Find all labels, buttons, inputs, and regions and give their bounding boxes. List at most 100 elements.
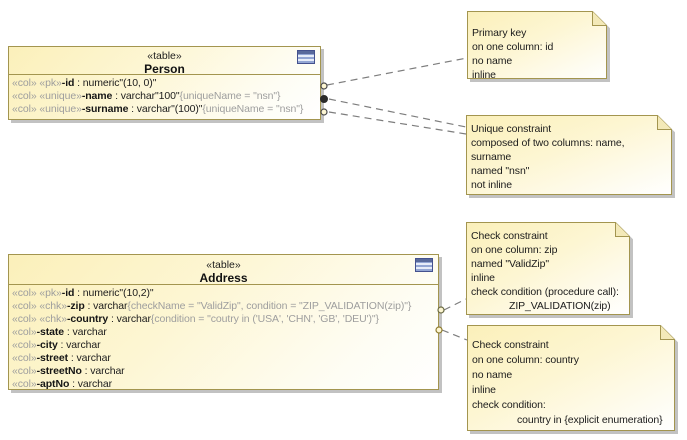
column-name: -aptNo	[36, 378, 70, 390]
column-type: : numeric"(10,2)"	[74, 287, 154, 299]
person-column-name[interactable]: «col» «unique»-name : varchar"100"{uniqu…	[12, 90, 320, 103]
table-icon	[297, 50, 315, 64]
address-column-country[interactable]: «col» «chk»-country : varchar{condition …	[12, 313, 438, 326]
connector-country-to-note[interactable]	[441, 329, 468, 341]
person-columns: «col» «pk»-id : numeric"(10, 0)" «col» «…	[9, 75, 320, 116]
note-line: Check constraint	[471, 230, 548, 242]
note-line: not inline	[471, 179, 513, 191]
address-column-streetNo[interactable]: «col»-streetNo : varchar	[12, 365, 438, 378]
column-name: -city	[36, 339, 58, 351]
note-line: Check constraint	[472, 339, 549, 351]
note-primary-key[interactable]: Primary key on one column: id no name in…	[467, 11, 607, 82]
note-line: named "ValidZip"	[471, 258, 550, 270]
note-fold-corner-icon	[657, 115, 672, 130]
column-stereotype: «col»	[12, 378, 37, 390]
note-line: surname	[471, 151, 512, 163]
anchor-circle-open	[320, 82, 328, 90]
note-check-country[interactable]: Check constraint on one column: country …	[467, 325, 675, 431]
note-line: no name	[472, 369, 513, 381]
column-type: : varchar	[81, 365, 125, 377]
note-line: inline	[472, 384, 496, 396]
person-table-name: Person	[144, 62, 185, 76]
note-shape	[467, 325, 675, 431]
address-column-street[interactable]: «col»-street : varchar	[12, 352, 438, 365]
address-columns: «col» «pk»-id : numeric"(10,2)" «col» «c…	[9, 285, 438, 391]
note-line-indented: country in {explicit enumeration}	[517, 414, 663, 426]
column-stereotype: «col»	[12, 326, 37, 338]
column-type: : varchar	[57, 339, 101, 351]
note-line: Primary key	[472, 27, 527, 39]
note-fold-corner-icon	[660, 325, 675, 340]
note-line: inline	[472, 69, 496, 81]
note-shape	[467, 11, 607, 79]
column-stereotype: «col» «pk»	[12, 287, 62, 299]
connector-pk-to-note[interactable]	[326, 57, 468, 86]
address-column-zip[interactable]: «col» «chk»-zip : varchar{checkName = "V…	[12, 300, 438, 313]
person-table[interactable]: «table» Person «col» «pk»-id : numeric"(…	[8, 46, 321, 120]
note-check-zip[interactable]: Check constraint on one column: zip name…	[466, 222, 630, 315]
note-line: on one column: zip	[471, 244, 558, 256]
column-constraint: {condition = "coutry in ('USA', 'CHN', '…	[150, 313, 379, 325]
column-type: : varchar"(100)"	[128, 103, 203, 115]
address-column-state[interactable]: «col»-state : varchar	[12, 326, 438, 339]
address-column-aptNo[interactable]: «col»-aptNo : varchar	[12, 378, 438, 391]
column-name: -zip	[66, 300, 85, 312]
column-stereotype: «col»	[12, 339, 37, 351]
note-line: inline	[471, 272, 495, 284]
note-line: on one column: id	[472, 41, 554, 53]
column-type: : numeric"(10, 0)"	[74, 77, 157, 89]
column-type: : varchar	[69, 378, 113, 390]
column-constraint: {uniqueName = "nsn"}	[179, 90, 281, 102]
address-stereotype: «table»	[206, 259, 241, 271]
column-stereotype: «col»	[12, 352, 37, 364]
note-text: Primary key on one column: id no name in…	[467, 11, 607, 82]
column-name: -surname	[81, 103, 129, 115]
address-column-city[interactable]: «col»-city : varchar	[12, 339, 438, 352]
note-unique-constraint[interactable]: Unique constraint composed of two column…	[466, 115, 672, 195]
note-shape	[466, 115, 672, 195]
note-line-indented: ZIP_VALIDATION(zip)	[509, 300, 611, 312]
column-type: : varchar	[84, 300, 128, 312]
person-column-id[interactable]: «col» «pk»-id : numeric"(10, 0)"	[12, 77, 320, 90]
column-name: -id	[61, 287, 75, 299]
column-stereotype: «col» «unique»	[12, 103, 82, 115]
note-line: no name	[472, 55, 513, 67]
connector-surname-to-note[interactable]	[328, 111, 467, 135]
column-name: -street	[36, 352, 69, 364]
column-name: -streetNo	[36, 365, 82, 377]
address-table[interactable]: «table» Address «col» «pk»-id : numeric"…	[8, 254, 439, 390]
person-stereotype: «table»	[147, 50, 182, 62]
person-column-surname[interactable]: «col» «unique»-surname : varchar"(100)"{…	[12, 103, 320, 116]
note-line: check condition:	[472, 399, 546, 411]
note-text: Check constraint on one column: zip name…	[466, 222, 630, 313]
note-fold-corner-icon	[615, 222, 630, 237]
column-stereotype: «col» «pk»	[12, 77, 62, 89]
connector-zip-to-note[interactable]	[443, 298, 467, 311]
column-stereotype: «col» «chk»	[12, 300, 67, 312]
column-type: : varchar	[68, 352, 111, 364]
column-constraint: {uniqueName = "nsn"}	[202, 103, 304, 115]
column-name: -country	[66, 313, 109, 325]
column-stereotype: «col» «unique»	[12, 90, 82, 102]
column-name: -state	[36, 326, 65, 338]
note-text: Check constraint on one column: country …	[467, 325, 675, 428]
address-table-header[interactable]: «table» Address	[9, 255, 438, 285]
note-line: check condition (procedure call):	[471, 286, 619, 298]
note-line: Unique constraint	[471, 123, 552, 135]
note-text: Unique constraint composed of two column…	[466, 115, 672, 192]
address-table-name: Address	[199, 271, 248, 285]
address-column-id[interactable]: «col» «pk»-id : numeric"(10,2)"	[12, 287, 438, 300]
column-type: : varchar	[64, 326, 107, 338]
note-line: named "nsn"	[471, 165, 530, 177]
person-table-header[interactable]: «table» Person	[9, 47, 320, 76]
column-name: -name	[81, 90, 113, 102]
table-icon	[415, 258, 433, 272]
column-type: : varchar"100"	[112, 90, 180, 102]
column-type: : varchar	[108, 313, 151, 325]
note-fold-corner-icon	[592, 11, 607, 26]
anchor-circle-open	[320, 108, 328, 116]
column-stereotype: «col» «chk»	[12, 313, 67, 325]
note-line: on one column: country	[472, 354, 579, 366]
connector-name-to-note[interactable]	[328, 98, 467, 128]
